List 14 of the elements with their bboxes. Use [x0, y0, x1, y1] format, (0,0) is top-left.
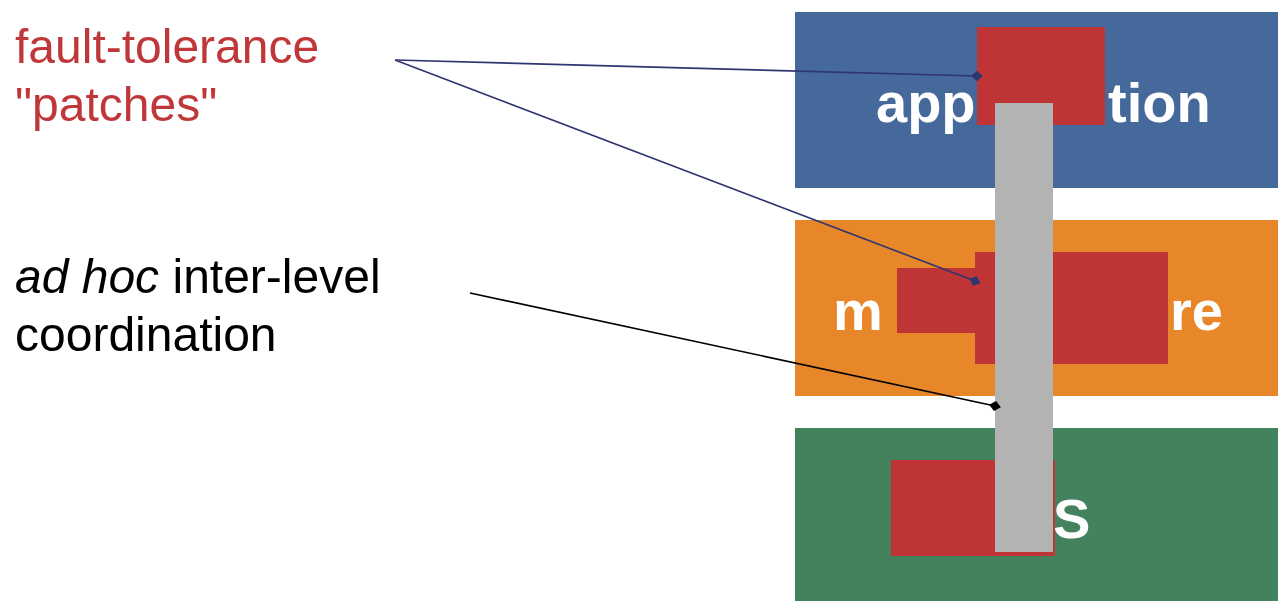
layer-label: S	[1053, 487, 1091, 551]
coordination-bar	[995, 103, 1053, 552]
annotation-text: fault-tolerance "patches"	[15, 18, 395, 142]
annotation-text: ad hoc inter-level coordination	[15, 248, 470, 372]
layer-label: tion	[1108, 71, 1211, 135]
leader-line	[394, 59, 981, 286]
layer-label: re	[1170, 279, 1223, 343]
layer-label: app	[876, 71, 976, 135]
leader-line	[469, 292, 1001, 411]
leader-line	[394, 59, 983, 81]
layer-band	[795, 12, 1278, 188]
patch-block	[977, 27, 1105, 125]
layer-label: m	[833, 279, 883, 343]
layer-band	[795, 428, 1278, 601]
